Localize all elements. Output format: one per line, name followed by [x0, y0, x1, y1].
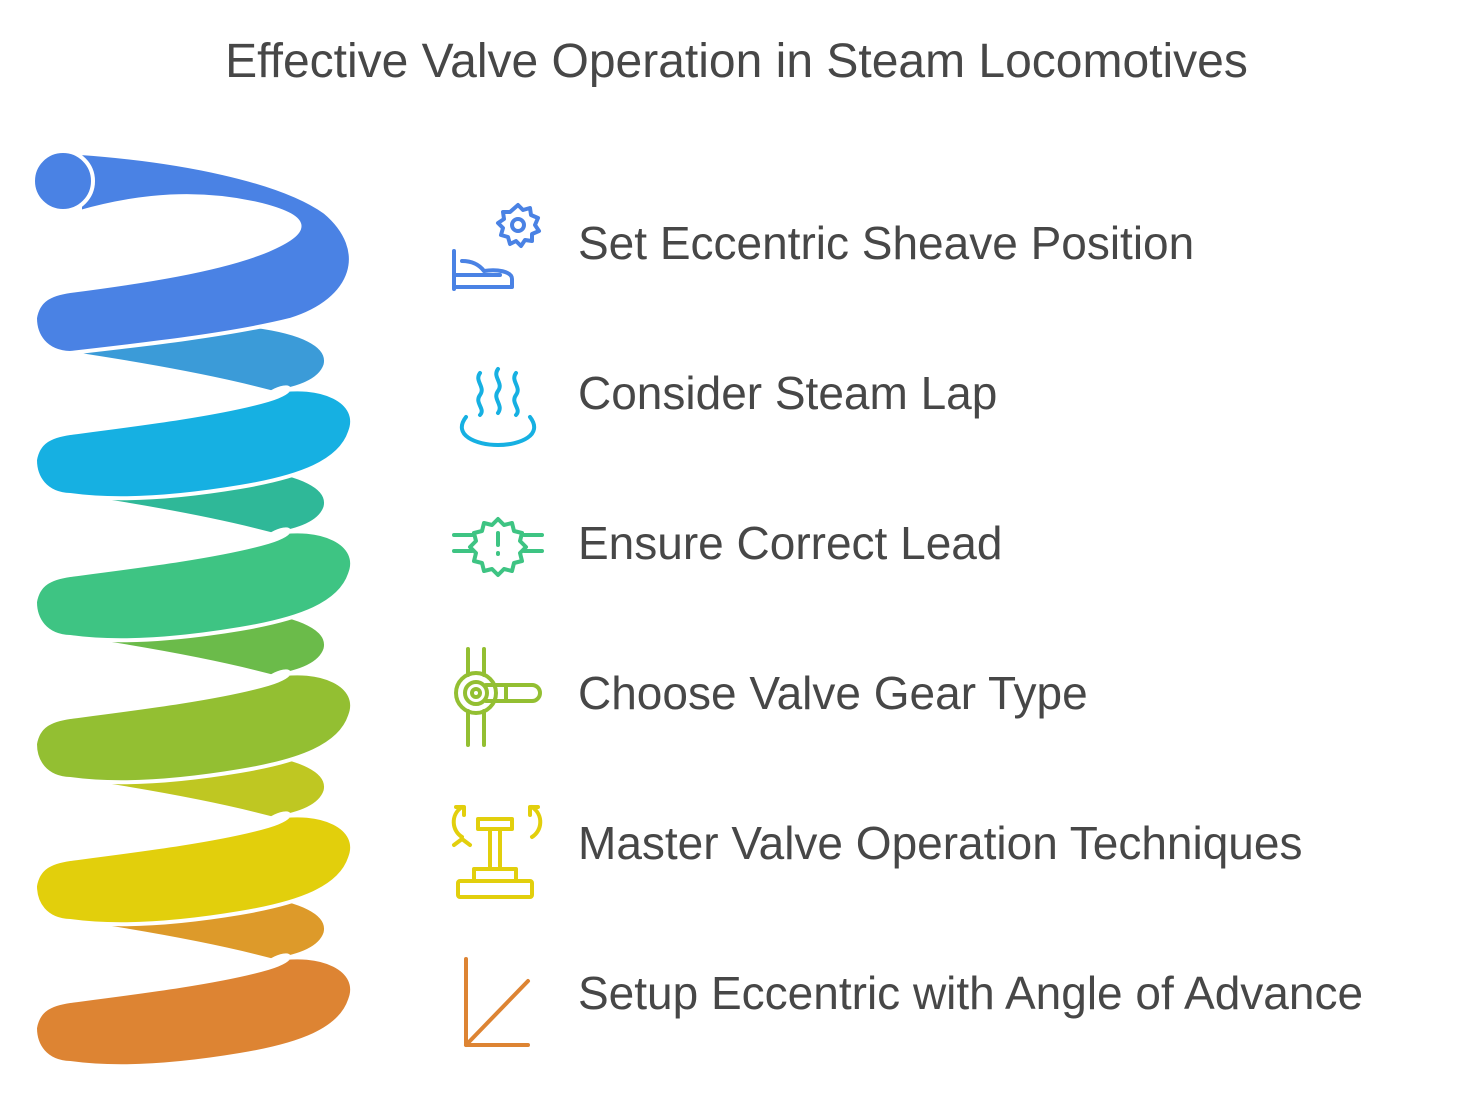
step-item-5: Master Valve Operation Techniques — [440, 783, 1460, 903]
step-item-4: Choose Valve Gear Type — [440, 633, 1460, 753]
angle-icon — [440, 933, 556, 1053]
gear-hand-icon — [440, 183, 556, 303]
valve-gear-icon — [440, 633, 556, 753]
step-label: Set Eccentric Sheave Position — [578, 217, 1195, 269]
step-label: Setup Eccentric with Angle of Advance — [578, 967, 1364, 1019]
step-label: Ensure Correct Lead — [578, 517, 1003, 569]
coil-band-4 — [32, 669, 354, 785]
gear-alert-icon — [440, 483, 556, 603]
coil-band-5 — [32, 811, 354, 927]
step-label: Master Valve Operation Techniques — [578, 817, 1303, 869]
steam-icon — [440, 333, 556, 453]
coil-band-2 — [32, 385, 354, 501]
step-item-1: Set Eccentric Sheave Position — [440, 183, 1460, 303]
step-item-6: Setup Eccentric with Angle of Advance — [440, 933, 1460, 1053]
coil-band-3 — [32, 527, 354, 643]
diagram-title: Effective Valve Operation in Steam Locom… — [225, 35, 1248, 88]
joystick-icon — [440, 783, 556, 903]
coil-end-cap — [31, 149, 95, 213]
step-item-3: Ensure Correct Lead — [440, 483, 1460, 603]
step-label: Consider Steam Lap — [578, 367, 998, 419]
coil-band-6 — [32, 953, 354, 1069]
coil-band-1 — [32, 150, 353, 356]
step-label: Choose Valve Gear Type — [578, 667, 1088, 719]
step-item-2: Consider Steam Lap — [440, 333, 1460, 453]
